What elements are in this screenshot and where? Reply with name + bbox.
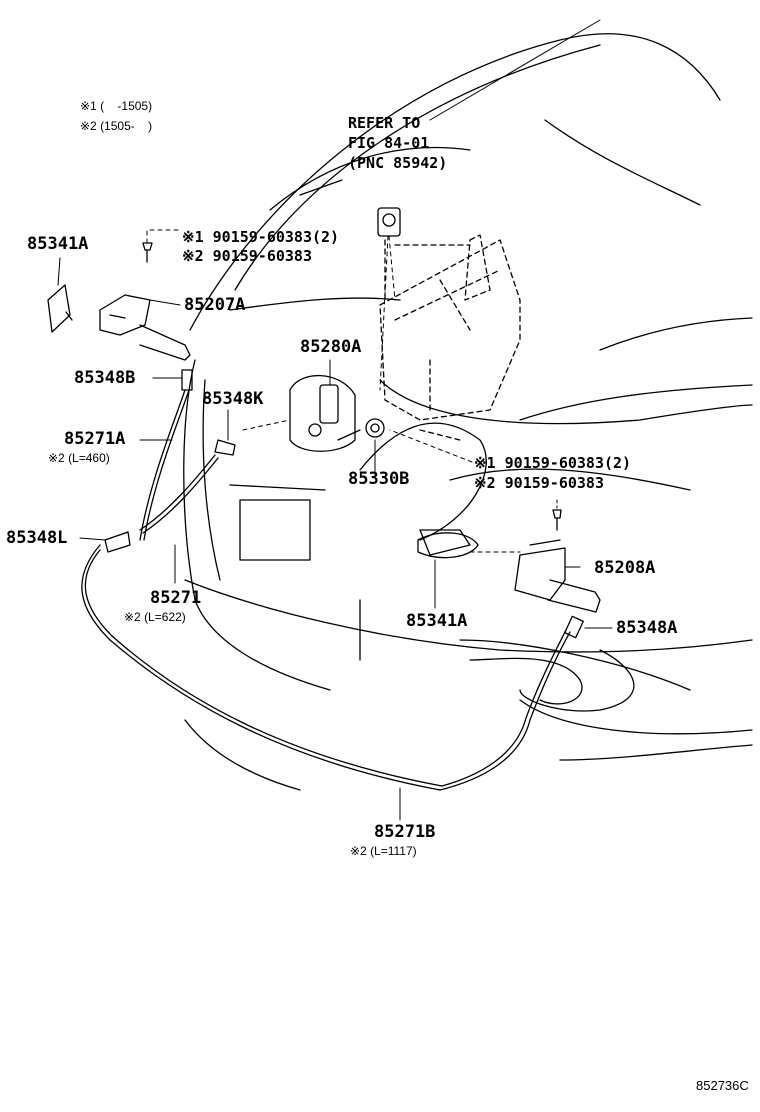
part-note-85271: ※2 (L=622) <box>124 610 186 624</box>
right-nozzle <box>514 539 601 613</box>
part-label-85348A: 85348A <box>616 618 678 638</box>
bolt-right <box>552 509 562 531</box>
part-label-85207A: 85207A <box>184 295 246 315</box>
bolt-label-right-2: ※2 90159-60383 <box>474 474 604 492</box>
legend-mark1-note: ※1 ( -1505) <box>80 99 153 113</box>
part-label-85280A: 85280A <box>300 337 362 357</box>
part-label-85341A-right: 85341A <box>406 611 468 631</box>
part-note-85271A: ※2 (L=460) <box>48 451 110 465</box>
washer-reservoir <box>379 234 521 441</box>
refer-to-line2: FIG 84-01 <box>348 134 430 152</box>
part-label-85348K: 85348K <box>202 389 264 409</box>
hose-joints <box>104 369 584 639</box>
part-label-85348L: 85348L <box>6 528 68 548</box>
front-bumper <box>183 359 753 791</box>
diagram-id: 852736C <box>696 1078 749 1093</box>
part-label-85271: 85271 <box>150 588 202 608</box>
part-label-85341A-left: 85341A <box>27 234 89 254</box>
reservoir-cap <box>377 207 401 237</box>
washer-hoses <box>81 389 571 791</box>
part-label-85271A: 85271A <box>64 429 126 449</box>
part-label-85348B: 85348B <box>74 368 136 388</box>
washer-pump <box>289 374 361 452</box>
leader-lines <box>57 19 613 821</box>
right-cover <box>417 532 479 559</box>
bolt-label-right-1: ※1 90159-60383(2) <box>474 454 632 472</box>
part-label-85208A: 85208A <box>594 558 656 578</box>
bolt-label-top-2: ※2 90159-60383 <box>182 247 312 265</box>
grommet <box>365 418 385 438</box>
refer-to-line1: REFER TO <box>348 114 421 132</box>
left-nozzle <box>99 294 191 361</box>
left-cover <box>47 284 73 333</box>
part-label-85271B: 85271B <box>374 822 436 842</box>
hood-outline <box>189 33 753 425</box>
legend-mark2-note: ※2 (1505- ) <box>80 119 153 133</box>
bolt-label-top-1: ※1 90159-60383(2) <box>182 228 340 246</box>
refer-to-line3: (PNC 85942) <box>348 154 448 172</box>
bolt-top <box>142 242 153 263</box>
part-note-85271B: ※2 (L=1117) <box>350 844 417 858</box>
part-label-85330B: 85330B <box>348 469 410 489</box>
